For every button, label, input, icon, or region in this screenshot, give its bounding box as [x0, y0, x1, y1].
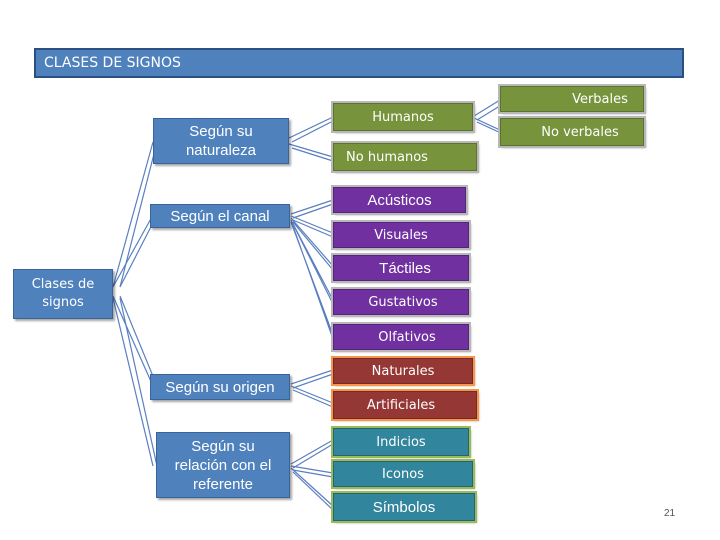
node-acusticos: Acústicos [331, 185, 468, 215]
connector-referente-iconos [290, 465, 334, 478]
connector-humanos-noverbales [473, 117, 504, 135]
node-simbolos-label: Símbolos [372, 498, 436, 516]
node-humanos: Humanos [331, 101, 475, 133]
connector-naturaleza-nohumanos [288, 143, 334, 162]
connector-origen-naturales [290, 369, 334, 389]
node-tactiles-label: Táctiles [379, 259, 431, 277]
node-visuales-label: Visuales [374, 227, 428, 243]
node-acusticos-label: Acústicos [367, 191, 432, 209]
connector-origen-artificiales [290, 385, 334, 408]
connector-naturaleza-humanos [288, 116, 334, 143]
node-naturales: Naturales [331, 356, 475, 386]
node-indicios-label: Indicios [376, 434, 426, 450]
connector-root-referente [112, 297, 158, 467]
category-naturaleza-label: Según su naturaleza [185, 123, 257, 159]
category-referente-label: Según su relación con el referente [174, 437, 272, 493]
node-indicios: Indicios [331, 426, 471, 458]
connector-referente-simbolos [290, 467, 334, 511]
node-verbales: Verbales [498, 84, 646, 114]
category-referente: Según su relación con el referente [156, 432, 290, 498]
node-gustativos: Gustativos [331, 287, 471, 317]
root-node: Clases de signos [13, 269, 113, 319]
node-iconos: Iconos [331, 459, 475, 489]
node-no-verbales-label: No verbales [541, 124, 619, 140]
category-naturaleza: Según su naturaleza [153, 118, 289, 164]
slide-title: CLASES DE SIGNOS [34, 48, 684, 78]
connector-canal-visuales [290, 215, 334, 238]
node-olfativos: Olfativos [331, 322, 471, 352]
category-origen: Según su origen [150, 374, 290, 400]
category-canal-label: Según el canal [170, 207, 270, 225]
category-origen-label: Según su origen [165, 378, 275, 396]
node-humanos-label: Humanos [372, 109, 434, 125]
connector-canal-tactiles [290, 217, 334, 271]
node-verbales-label: Verbales [572, 91, 628, 107]
node-no-humanos: No humanos [331, 141, 479, 173]
node-olfativos-label: Olfativos [378, 329, 436, 345]
node-no-humanos-label: No humanos [346, 149, 428, 165]
root-label: Clases de signos [31, 277, 95, 310]
node-simbolos: Símbolos [331, 491, 477, 523]
node-gustativos-label: Gustativos [368, 294, 438, 310]
node-naturales-label: Naturales [371, 363, 435, 379]
node-no-verbales: No verbales [498, 116, 646, 148]
page-number: 21 [664, 508, 676, 519]
node-artificiales-label: Artificiales [366, 397, 436, 413]
connector-root-origen [112, 295, 158, 387]
node-artificiales: Artificiales [331, 389, 479, 421]
connector-referente-indicios [290, 439, 334, 469]
connector-humanos-verbales [473, 99, 504, 121]
node-iconos-label: Iconos [382, 466, 424, 482]
node-visuales: Visuales [331, 220, 471, 250]
category-canal: Según el canal [150, 204, 290, 228]
connector-canal-gustativos [290, 219, 334, 305]
node-tactiles: Táctiles [331, 253, 471, 283]
connector-canal-acusticos [290, 199, 334, 219]
connector-canal-olfativos [290, 221, 334, 340]
